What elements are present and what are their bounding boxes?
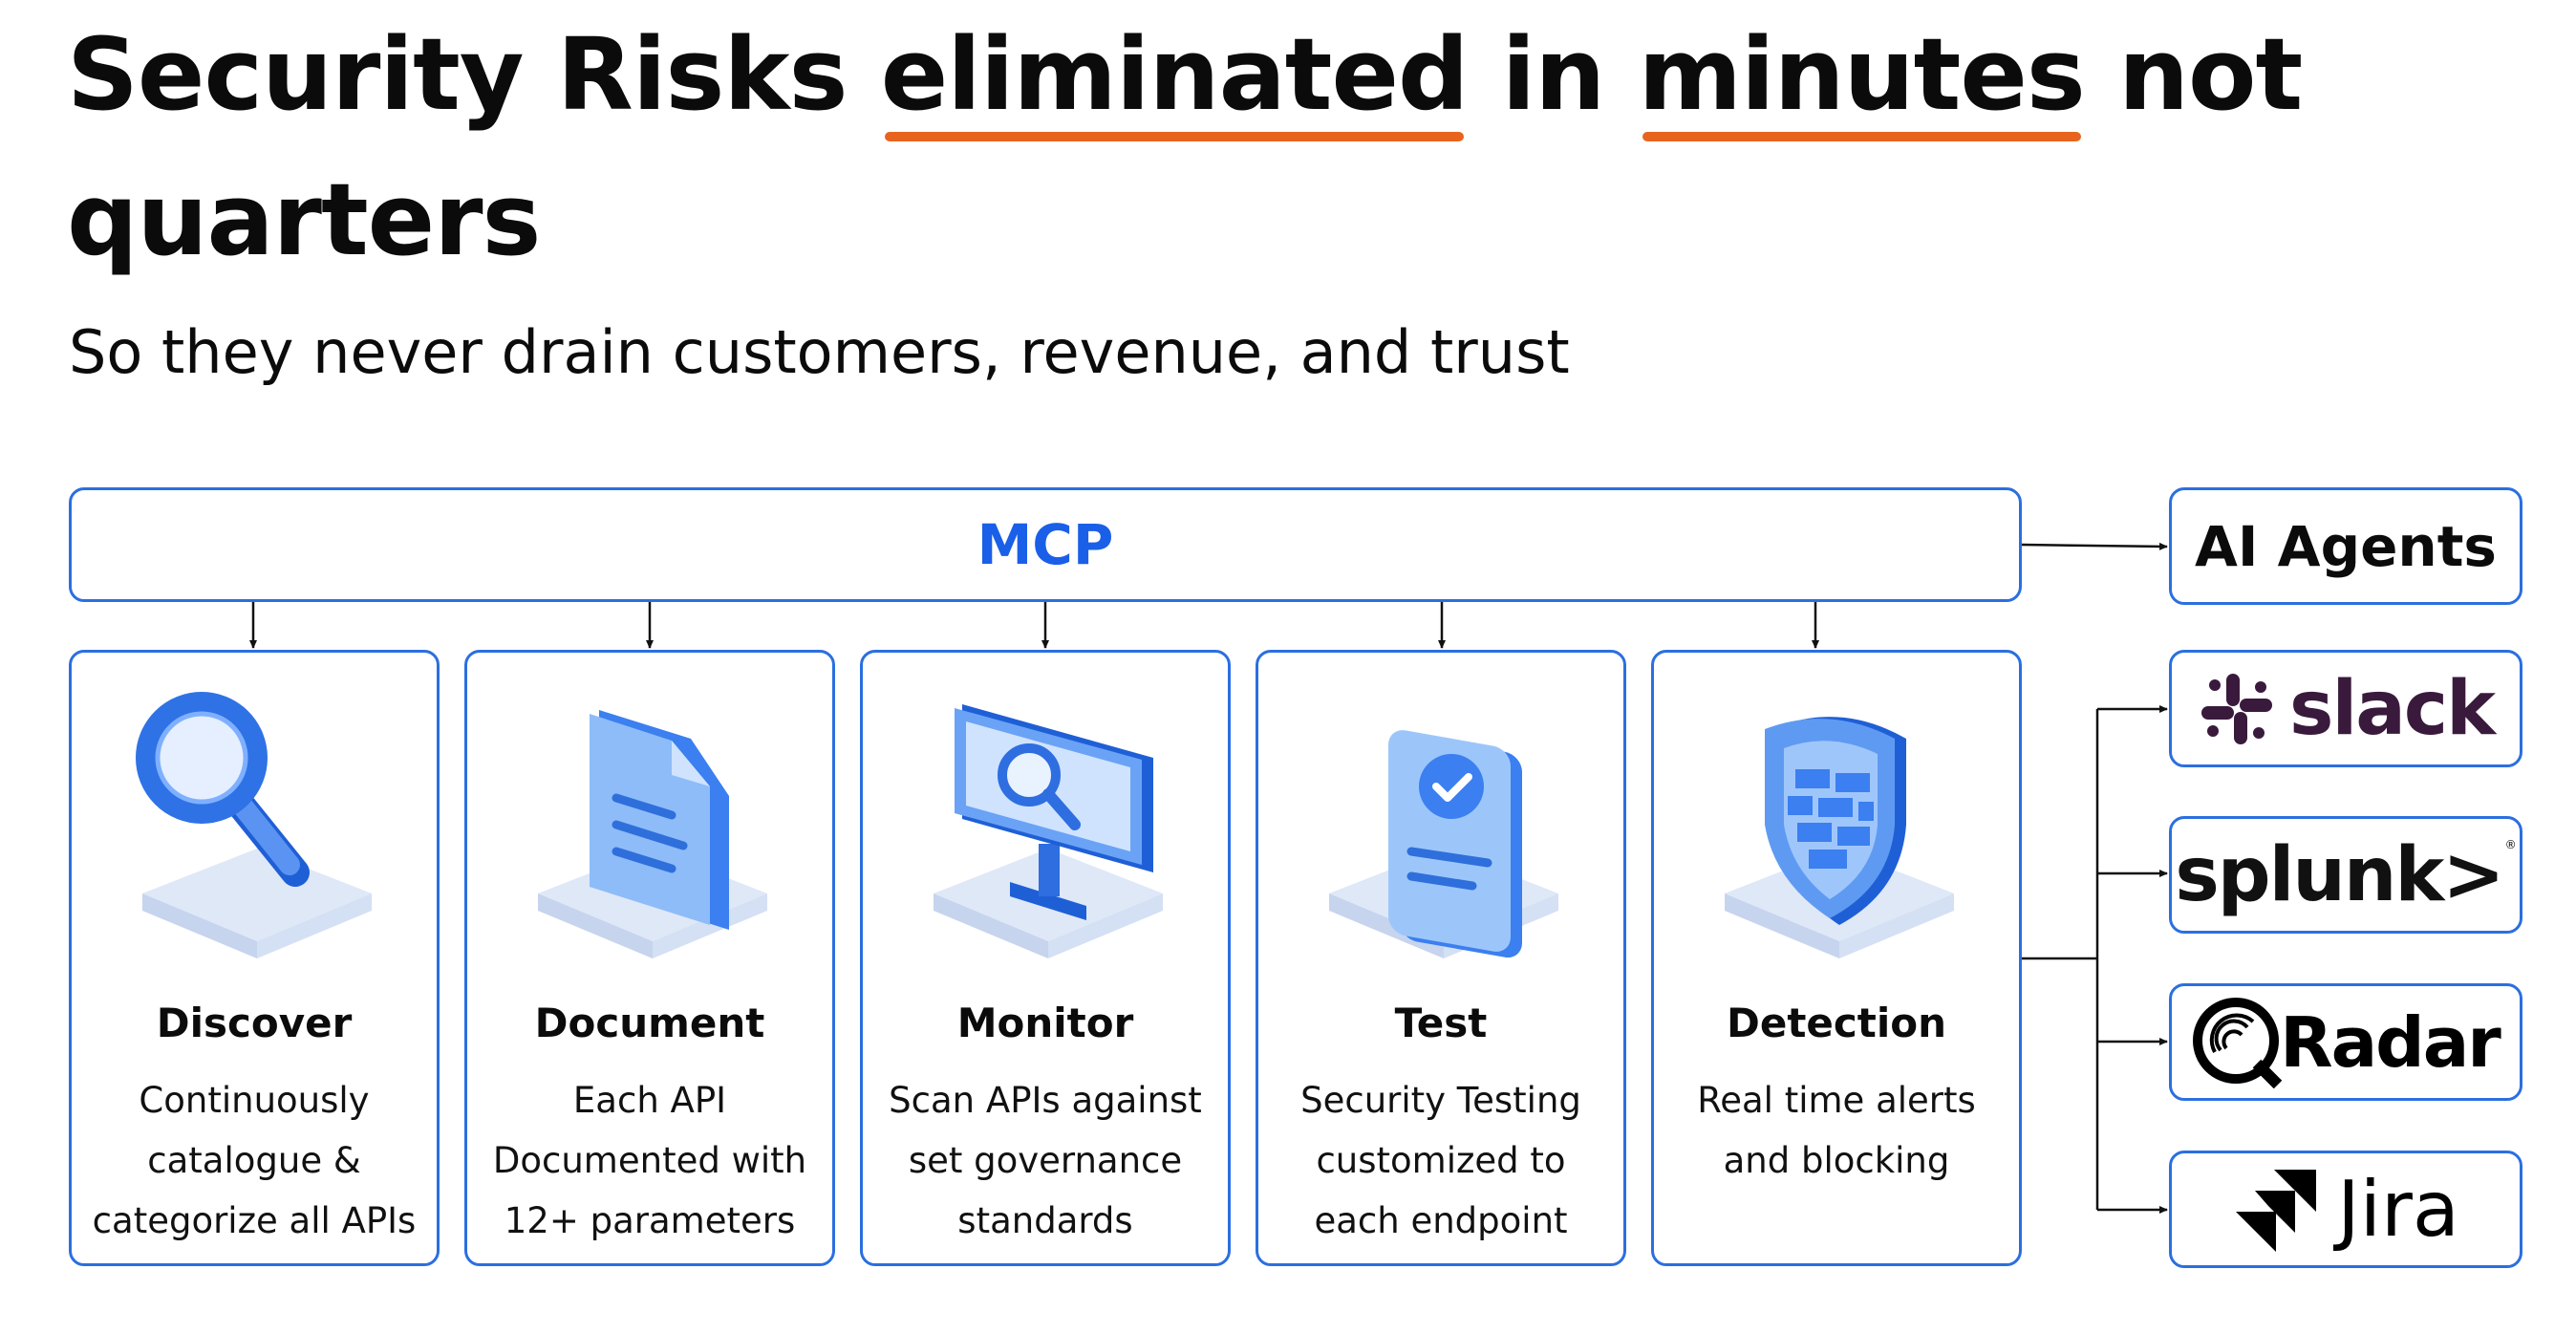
ai-agents-label: AI Agents (2195, 513, 2497, 579)
title-text: Security Risks (67, 16, 881, 133)
integration-jira: Jira (2169, 1151, 2522, 1268)
desc-line: and blocking (1723, 1140, 1950, 1181)
desc-line: customized to (1316, 1140, 1566, 1181)
integration-slack: slack (2169, 650, 2522, 767)
desc-line: Continuously (139, 1080, 370, 1121)
desc-line: set governance (908, 1140, 1183, 1181)
qradar-wordmark: Radar (2280, 1001, 2501, 1083)
card-title: Test (1394, 1000, 1488, 1046)
integration-qradar: Radar (2169, 983, 2522, 1101)
desc-line: 12+ parameters (504, 1200, 796, 1241)
card-title: Discover (156, 1000, 353, 1046)
checklist-icon (1329, 730, 1558, 958)
desc-line: Security Testing (1300, 1080, 1581, 1121)
orange-underline (884, 132, 1465, 141)
desc-line: categorize all APIs (92, 1200, 417, 1241)
title-highlight-text: eliminated (880, 16, 1470, 133)
document-icon (538, 710, 767, 958)
jira-wordmark: Jira (2337, 1164, 2459, 1254)
desc-line: Scan APIs against (889, 1080, 1202, 1121)
title-highlight-text: minutes (1638, 16, 2086, 133)
desc-line: Documented with (492, 1140, 807, 1181)
desc-line: catalogue & (147, 1140, 361, 1181)
page-title-line-1: Security Risks eliminated in minutes not (67, 25, 2303, 141)
card-title: Monitor (956, 1000, 1134, 1046)
card-description: Each API Documented with 12+ parameters (477, 1070, 823, 1251)
card-description: Real time alerts and blocking (1664, 1070, 2009, 1191)
qradar-logo-icon (2193, 997, 2283, 1088)
card-description: Security Testing customized to each endp… (1268, 1070, 1614, 1251)
title-text: not (2084, 16, 2303, 133)
subtitle: So they never drain customers, revenue, … (69, 317, 1570, 387)
card-discover: Discover Continuously catalogue & catego… (69, 650, 440, 1266)
page-title-line-2: quarters (67, 161, 541, 278)
monitor-icon (934, 704, 1163, 958)
highlight-minutes: minutes (1639, 25, 2086, 141)
desc-line: Real time alerts (1697, 1080, 1976, 1121)
highlight-eliminated: eliminated (881, 25, 1469, 141)
card-detection: Detection Real time alerts and blocking (1651, 650, 2022, 1266)
qradar-logo: Radar (2192, 997, 2501, 1088)
card-test: Test Security Testing customized to each… (1256, 650, 1626, 1266)
magnifier-icon (136, 692, 372, 958)
mcp-label: MCP (977, 512, 1114, 577)
desc-line: Each API (572, 1080, 727, 1121)
splunk-logo-icon: ® (2504, 837, 2517, 851)
card-monitor: Monitor Scan APIs against set governance… (860, 650, 1231, 1266)
mcp-box: MCP (69, 487, 2022, 602)
splunk-wordmark: splunk> (2175, 831, 2504, 918)
card-title: Document (534, 1000, 765, 1046)
splunk-logo: splunk> ® (2175, 838, 2516, 913)
jira-logo-icon (2236, 1169, 2317, 1252)
jira-logo: Jira (2232, 1164, 2459, 1256)
shield-icon (1725, 717, 1954, 958)
slack-wordmark: slack (2289, 665, 2496, 752)
desc-line: standards (957, 1200, 1133, 1241)
card-description: Scan APIs against set governance standar… (872, 1070, 1218, 1251)
title-text: in (1468, 16, 1639, 133)
card-document: Document Each API Documented with 12+ pa… (464, 650, 835, 1266)
ai-agents-box: AI Agents (2169, 487, 2522, 605)
card-description: Continuously catalogue & categorize all … (81, 1070, 427, 1251)
integration-splunk: splunk> ® (2169, 816, 2522, 934)
orange-underline (1642, 132, 2081, 141)
desc-line: each endpoint (1314, 1200, 1568, 1241)
card-title: Detection (1726, 1000, 1947, 1046)
slack-logo: slack (2198, 665, 2496, 752)
slack-logo-icon (2201, 673, 2273, 744)
